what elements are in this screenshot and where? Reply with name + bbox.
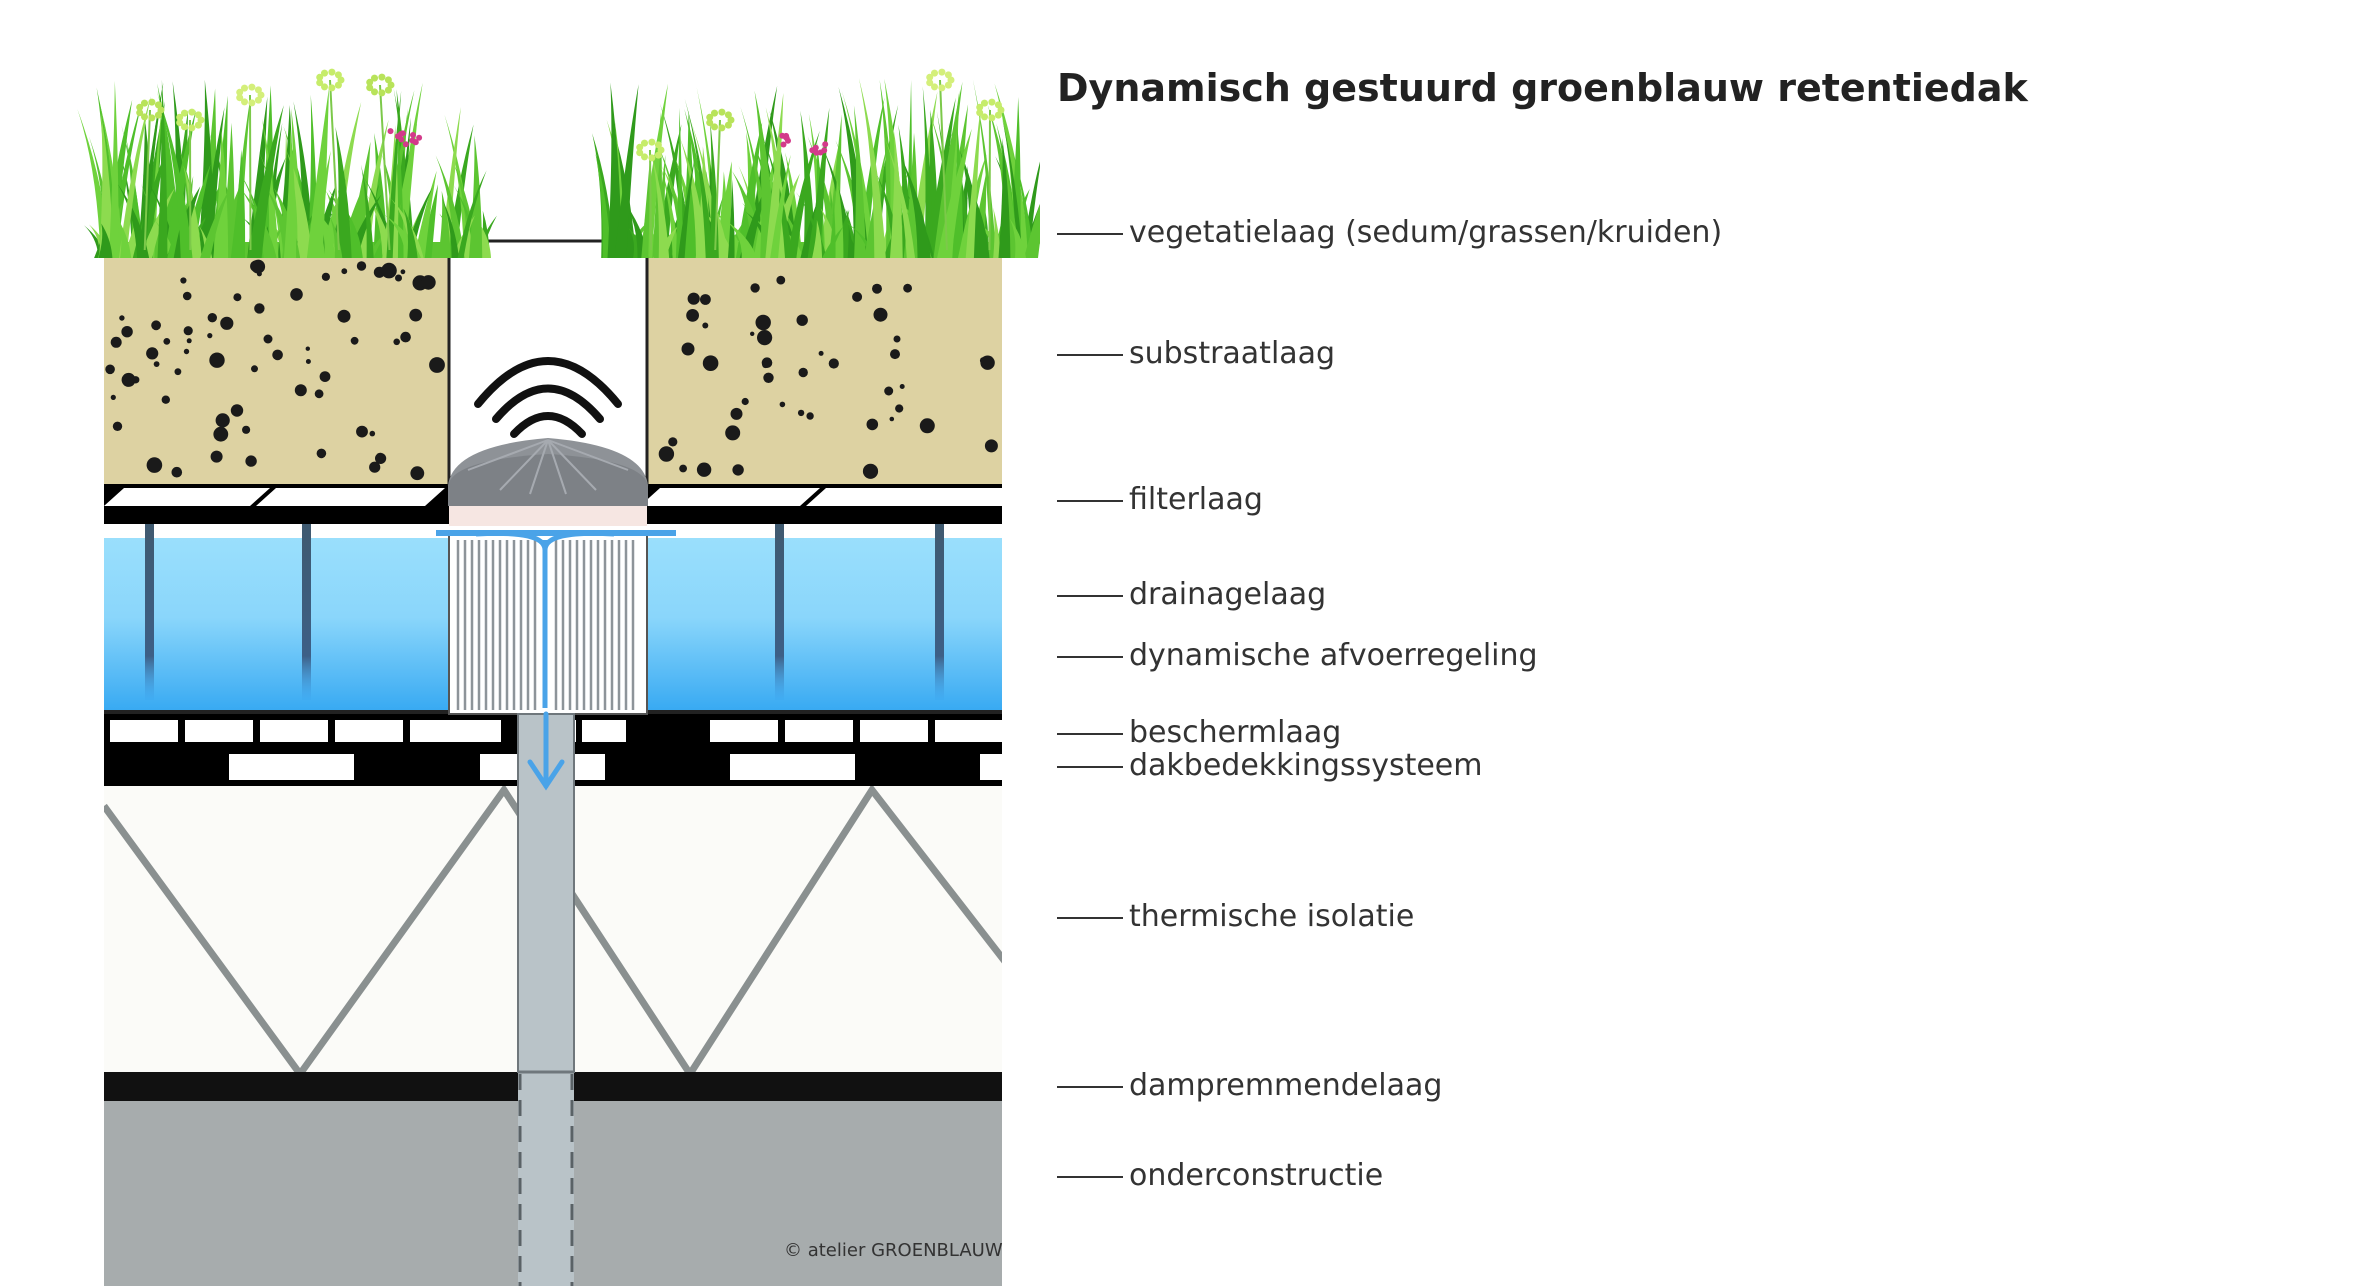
roof-cross-section xyxy=(77,68,1040,1286)
wireless-signal-icon xyxy=(474,357,622,438)
leader-line xyxy=(1057,1086,1123,1088)
flow-arrow-icon xyxy=(527,711,565,791)
leader-line xyxy=(1057,233,1123,235)
leader-line xyxy=(1057,354,1123,356)
layer-label-text: beschermlaag xyxy=(1129,715,1342,750)
leader-line xyxy=(1057,766,1123,768)
drain-pipe xyxy=(517,711,575,1286)
layer-label-text: substraatlaag xyxy=(1129,336,1336,371)
layer-label-text: vegetatielaag (sedum/grassen/kruiden) xyxy=(1129,215,1723,250)
layer-label-text: filterlaag xyxy=(1129,482,1263,517)
copyright-notice: © atelier GROENBLAUW xyxy=(784,1240,1003,1261)
layer-label-text: dakbedekkingssysteem xyxy=(1129,748,1483,783)
layer-label-text: drainagelaag xyxy=(1129,577,1327,612)
layer-label-text: dynamische afvoerregeling xyxy=(1129,638,1538,673)
leader-line xyxy=(1057,917,1123,919)
leader-line xyxy=(1057,595,1123,597)
leader-line xyxy=(1057,656,1123,658)
vegetation-layer xyxy=(77,68,1040,259)
layer-label-text: onderconstructie xyxy=(1129,1158,1384,1193)
layer-label-text: dampremmendelaag xyxy=(1129,1068,1443,1103)
leader-line xyxy=(1057,500,1123,502)
drain-dome xyxy=(448,438,648,526)
dynamic-discharge-control xyxy=(436,530,676,715)
diagram-title: Dynamisch gestuurd groenblauw retentieda… xyxy=(1057,66,2028,110)
leader-line xyxy=(1057,733,1123,735)
layer-label-text: thermische isolatie xyxy=(1129,899,1415,934)
leader-line xyxy=(1057,1176,1123,1178)
